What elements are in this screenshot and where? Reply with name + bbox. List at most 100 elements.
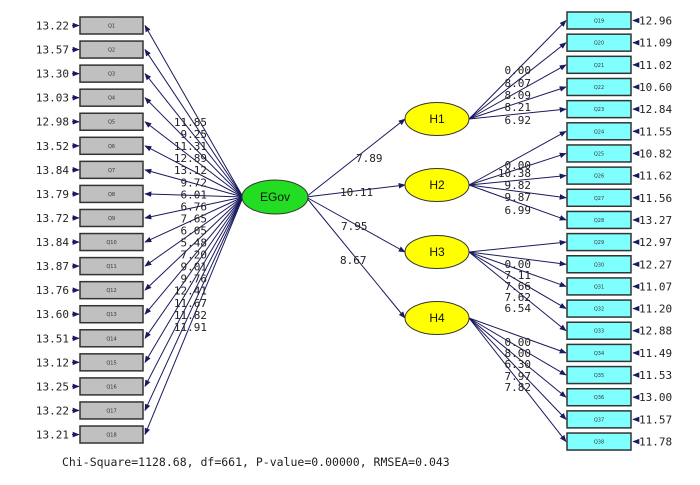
indicator-box-q29 xyxy=(566,232,632,252)
indicator-box-q38 xyxy=(566,432,632,451)
indicator-box-q32 xyxy=(566,299,632,318)
indicator-label: Q30 xyxy=(594,262,604,268)
error-variance-value: 13.12 xyxy=(36,356,69,369)
loading-arrow xyxy=(468,317,567,398)
loading-value: 7.97 xyxy=(505,370,532,383)
indicator-label: Q19 xyxy=(594,19,604,25)
error-variance-value: 11.62 xyxy=(639,170,672,183)
error-variance-value: 13.21 xyxy=(36,429,69,442)
loading-arrow xyxy=(144,97,244,198)
error-variance-value: 13.22 xyxy=(36,20,69,33)
loading-arrow xyxy=(468,130,567,186)
indicator-label: Q25 xyxy=(594,151,604,157)
loading-value: 0.00 xyxy=(505,258,532,271)
indicator-label: Q23 xyxy=(594,107,604,113)
indicator-box-q12 xyxy=(79,280,144,300)
error-variance-value: 11.20 xyxy=(639,303,672,316)
error-variance-value: 13.03 xyxy=(36,92,69,105)
loading-value: 9.72 xyxy=(181,176,208,189)
loading-arrow xyxy=(144,24,244,198)
loading-arrow xyxy=(144,48,244,198)
structural-path-arrow xyxy=(305,118,406,198)
error-variance-value: 13.30 xyxy=(36,68,69,81)
loading-arrow xyxy=(468,106,567,120)
loading-value: 11.91 xyxy=(174,321,207,334)
loading-value: 6.30 xyxy=(505,358,532,371)
loading-value: 8.07 xyxy=(505,77,532,90)
latent-h3 xyxy=(404,235,470,269)
loading-arrow xyxy=(468,152,567,186)
indicator-box-q28 xyxy=(566,210,632,230)
loading-value: 6.05 xyxy=(181,224,208,237)
indicator-label: Q22 xyxy=(594,85,604,91)
indicator-label: Q20 xyxy=(594,41,604,47)
indicator-label: Q13 xyxy=(106,312,116,318)
error-variance-value: 13.57 xyxy=(36,44,69,57)
loading-arrow xyxy=(468,42,567,120)
error-variance-value: 11.57 xyxy=(639,413,672,426)
indicator-box-q6 xyxy=(79,136,144,156)
indicator-label: Q29 xyxy=(594,240,604,246)
loading-value: 11.82 xyxy=(174,309,207,322)
loading-arrow xyxy=(144,196,244,220)
indicator-box-q22 xyxy=(566,77,632,97)
loading-value: 8.21 xyxy=(505,101,532,114)
loading-value: 7.62 xyxy=(505,291,532,304)
error-variance-value: 13.51 xyxy=(36,332,69,345)
loading-value: 7.66 xyxy=(505,280,532,293)
indicator-label: Q5 xyxy=(108,120,115,126)
indicator-box-q7 xyxy=(79,160,144,180)
indicator-box-q11 xyxy=(79,256,144,276)
error-variance-value: 12.84 xyxy=(639,103,672,116)
error-variance-value: 11.02 xyxy=(639,59,672,72)
loading-arrow xyxy=(144,191,244,198)
indicator-box-q19 xyxy=(566,11,632,30)
indicator-box-q27 xyxy=(566,188,632,208)
loading-value: 7.11 xyxy=(505,269,532,282)
error-variance-value: 10.60 xyxy=(639,81,672,94)
error-variance-value: 13.72 xyxy=(36,212,69,225)
loading-arrow xyxy=(144,168,244,198)
loading-value: 7.82 xyxy=(505,381,532,394)
indicator-box-q25 xyxy=(566,144,632,163)
error-variance-value: 12.96 xyxy=(639,15,672,28)
indicator-box-q21 xyxy=(566,55,632,75)
indicator-label: Q35 xyxy=(594,373,604,379)
indicator-label: Q38 xyxy=(594,440,604,446)
indicator-box-q33 xyxy=(566,321,632,340)
loading-value: 6.92 xyxy=(505,114,532,127)
indicator-label: Q6 xyxy=(108,144,115,150)
indicator-box-q14 xyxy=(79,329,144,348)
error-variance-value: 12.88 xyxy=(639,325,672,338)
loading-value: 11.31 xyxy=(174,140,207,153)
error-variance-value: 13.79 xyxy=(36,188,69,201)
indicator-box-q8 xyxy=(79,184,144,204)
structural-path-arrow xyxy=(305,182,406,198)
loading-value: 9.76 xyxy=(181,273,208,286)
loading-value: 12.89 xyxy=(174,152,207,165)
indicator-label: Q11 xyxy=(106,264,116,270)
indicator-box-q26 xyxy=(566,166,632,185)
loading-arrow xyxy=(468,251,567,267)
indicator-label: Q34 xyxy=(594,351,604,357)
indicator-label: Q12 xyxy=(106,288,116,294)
loading-arrow xyxy=(468,251,567,310)
indicator-label: Q17 xyxy=(106,408,116,414)
loading-value: 0.00 xyxy=(505,336,532,349)
indicator-label: Q15 xyxy=(106,360,116,366)
error-variance-value: 12.97 xyxy=(639,236,672,249)
indicator-box-q9 xyxy=(79,208,144,228)
loading-arrow xyxy=(144,196,244,412)
loading-value: 9.01 xyxy=(181,261,208,274)
indicator-label: Q32 xyxy=(594,307,604,313)
indicator-label: Q1 xyxy=(108,24,115,30)
structural-path-arrow xyxy=(305,196,406,319)
loading-value: 12.41 xyxy=(174,285,207,298)
latent-h1 xyxy=(404,102,470,136)
loading-value: 10.38 xyxy=(498,167,531,180)
loading-arrow xyxy=(468,317,567,443)
loading-arrow xyxy=(468,64,567,120)
indicator-box-q1 xyxy=(79,16,144,35)
error-variance-value: 11.56 xyxy=(639,192,672,205)
indicator-label: Q33 xyxy=(594,329,604,335)
